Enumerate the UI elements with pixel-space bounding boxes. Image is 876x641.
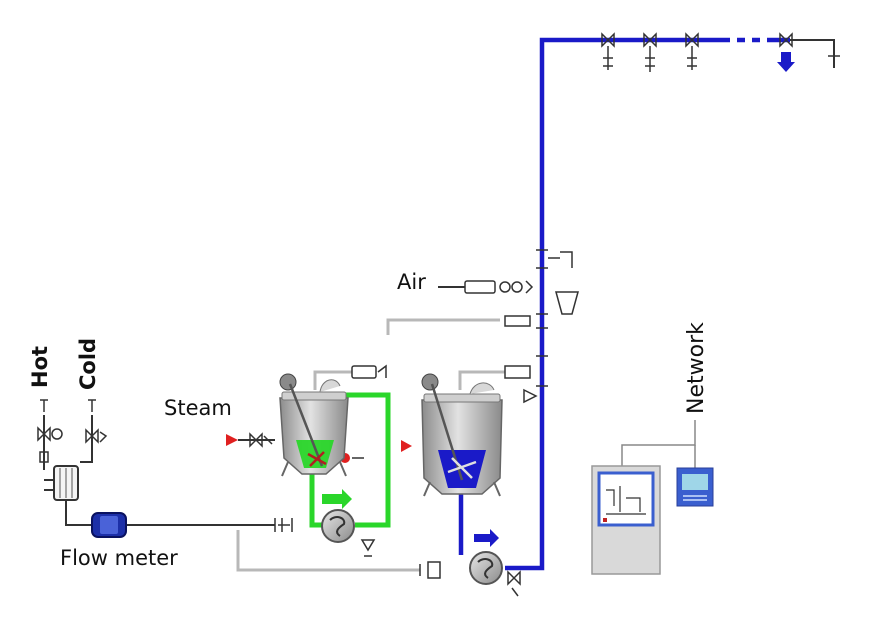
service-line-network-1 xyxy=(621,420,696,470)
flow-meter-flange xyxy=(100,516,118,534)
hot-valve-body xyxy=(37,426,51,442)
blue-down-arrow xyxy=(777,52,795,72)
pump2-outlet-valve xyxy=(507,570,521,597)
heat-exchanger-lines xyxy=(59,468,73,498)
air-fitting-2 xyxy=(511,281,523,293)
tank-2-legs xyxy=(423,481,501,497)
tank-1-legs xyxy=(281,461,347,477)
riser-valve-low xyxy=(523,388,538,404)
control-cabinet-screen xyxy=(597,471,655,527)
air-fitting-3 xyxy=(525,280,534,294)
cold-valve-stem xyxy=(88,399,96,412)
pump-2 xyxy=(469,551,503,585)
tank-2 xyxy=(421,373,503,497)
riser-cup xyxy=(555,291,579,315)
tank-1-agitator-blade xyxy=(307,451,327,467)
dist-valve-1 xyxy=(601,32,615,70)
steam-marker-tank1 xyxy=(226,434,238,446)
network-terminal-screen xyxy=(682,474,708,490)
top-end-line xyxy=(790,39,835,68)
steam-label: Steam xyxy=(164,396,232,420)
green-flow-arrow xyxy=(322,489,352,509)
control-cabinet-switch xyxy=(603,518,607,522)
supply-riser xyxy=(505,37,722,571)
tank-1 xyxy=(279,373,349,477)
network-terminal-keys xyxy=(683,495,707,501)
inlet-pipe xyxy=(65,500,92,526)
tank-1-lid xyxy=(281,391,347,401)
network-terminal xyxy=(676,467,714,507)
supply-line xyxy=(458,37,790,571)
heat-exchanger-inlet xyxy=(44,479,54,491)
cold-valve-body xyxy=(85,428,99,444)
control-cabinet-schematic xyxy=(606,486,646,515)
cold-label: Cold xyxy=(76,337,100,390)
service-line-tank2-top xyxy=(458,370,505,390)
valve-steam-tank1 xyxy=(249,432,273,448)
pump-1 xyxy=(321,509,355,543)
blue-flow-arrow xyxy=(474,529,499,547)
tank-2-body xyxy=(421,399,503,495)
air-fitting-1 xyxy=(499,281,511,293)
hot-valve xyxy=(37,399,63,463)
tank-1-cip-zone xyxy=(296,440,334,468)
steam-marker-tank2 xyxy=(401,440,412,452)
riser-fitting-mid xyxy=(504,313,548,329)
tank-2-lid xyxy=(423,393,501,403)
tank-2-motor xyxy=(421,373,439,391)
pump-2-body xyxy=(469,551,503,585)
valve-tank1-top xyxy=(351,365,377,379)
air-filter xyxy=(464,280,496,294)
dist-valve-2 xyxy=(643,32,657,72)
hot-label: Hot xyxy=(28,345,52,388)
service-line-bottom xyxy=(236,530,420,572)
pump-2-impeller xyxy=(477,558,494,579)
tank-1-top-dome xyxy=(319,379,341,393)
hot-valve-stem xyxy=(40,399,48,412)
air-label: Air xyxy=(397,270,426,294)
hot-valve-port xyxy=(51,428,63,440)
tank-2-top-dome xyxy=(469,382,495,395)
tank-1-motor xyxy=(279,373,297,391)
dist-valve-end xyxy=(779,32,793,48)
tank-1-body xyxy=(279,397,349,475)
control-cabinet xyxy=(591,465,661,575)
tank-1-agitator xyxy=(288,383,324,467)
inlet-line xyxy=(43,39,835,526)
riser-valve-1 xyxy=(536,249,573,269)
heat-exchanger xyxy=(44,465,79,501)
dist-valve-3 xyxy=(685,32,699,70)
tank-2-agitator-blade xyxy=(447,457,477,479)
cold-valve xyxy=(85,399,108,444)
cold-valve-port xyxy=(99,431,108,443)
service-lines xyxy=(236,318,696,572)
pump-1-body xyxy=(321,509,355,543)
pump1-drain xyxy=(360,539,376,557)
distribution-valves xyxy=(601,32,840,72)
cold-drop xyxy=(80,415,93,463)
service-line-tank1-top xyxy=(386,318,500,335)
valve-inlet-tank1 xyxy=(274,518,293,532)
valve-tank1-top-2 xyxy=(377,364,387,378)
service-line-tank1-vent xyxy=(313,370,352,390)
pump-1-impeller xyxy=(329,516,346,537)
hot-valve-port-2 xyxy=(39,451,49,463)
network-label: Network xyxy=(684,322,709,414)
bottom-valve xyxy=(419,561,441,579)
riser-fitting-low xyxy=(504,355,548,387)
flow-meter xyxy=(91,512,127,538)
flow-meter-label: Flow meter xyxy=(60,546,178,570)
